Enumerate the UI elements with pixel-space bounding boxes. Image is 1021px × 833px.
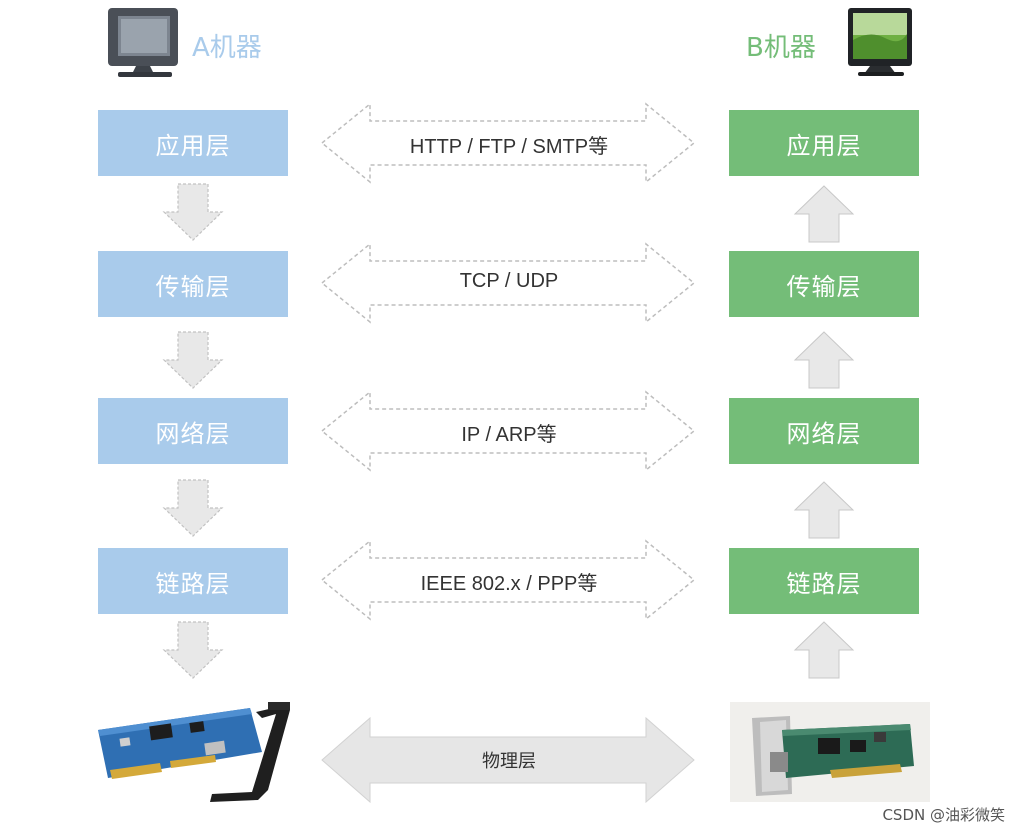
down-arrow-a-4	[162, 621, 224, 679]
b-layer-network: 网络层	[729, 398, 919, 464]
monitor-icon-a	[108, 8, 178, 77]
physical-arrow	[321, 716, 695, 804]
protocol-arrow-network	[320, 390, 696, 472]
machine-b-label: B机器	[746, 33, 816, 63]
a-layer-network: 网络层	[98, 398, 288, 464]
up-arrow-b-1	[793, 185, 855, 243]
b-layer-link: 链路层	[729, 548, 919, 614]
machine-a-label: A机器	[192, 33, 262, 63]
watermark: CSDN @油彩微笑	[882, 806, 1005, 824]
network-card-b-icon	[730, 702, 930, 802]
physical-layer-label: 物理层	[482, 751, 536, 771]
protocol-label-link: IEEE 802.x / PPP等	[420, 573, 598, 595]
network-card-a-icon	[98, 702, 290, 802]
up-arrow-b-4	[793, 621, 855, 679]
protocol-arrow-transport	[320, 242, 696, 324]
protocol-label-network: IP / ARP等	[461, 424, 557, 446]
down-arrow-a-1	[162, 183, 224, 241]
a-layer-application: 应用层	[98, 110, 288, 176]
down-arrow-a-3	[162, 479, 224, 537]
b-layer-transport: 传输层	[729, 251, 919, 317]
protocol-label-application: HTTP / FTP / SMTP等	[409, 136, 609, 158]
up-arrow-b-2	[793, 331, 855, 389]
a-layer-transport: 传输层	[98, 251, 288, 317]
protocol-label-transport: TCP / UDP	[459, 270, 559, 292]
down-arrow-a-2	[162, 331, 224, 389]
monitor-icon-b	[848, 8, 912, 76]
protocol-arrow-application	[320, 102, 696, 184]
a-layer-link: 链路层	[98, 548, 288, 614]
up-arrow-b-3	[793, 481, 855, 539]
protocol-arrow-link	[320, 539, 696, 621]
b-layer-application: 应用层	[729, 110, 919, 176]
